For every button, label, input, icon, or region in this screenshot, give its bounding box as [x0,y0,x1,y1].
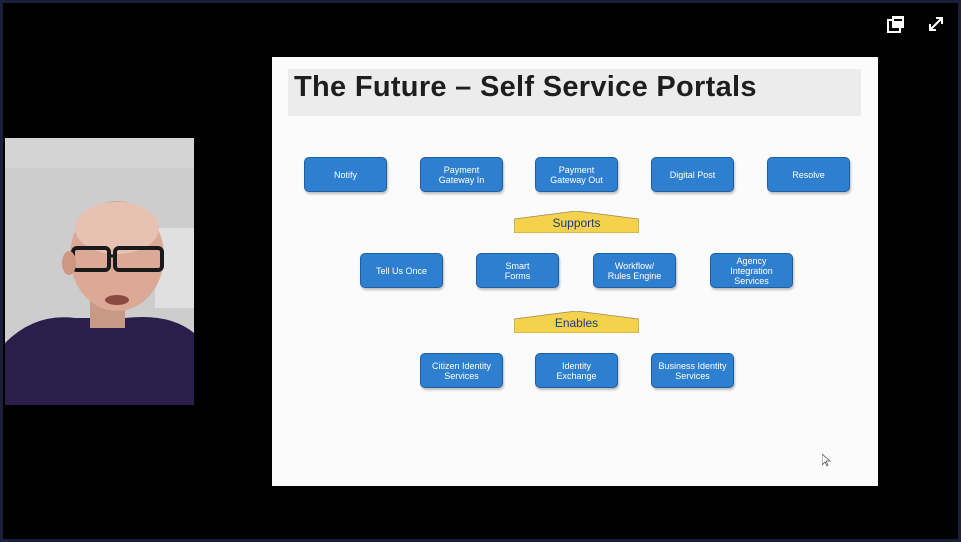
box-payment-gateway-in: Payment Gateway In [420,157,503,192]
box-payment-gateway-out: Payment Gateway Out [535,157,618,192]
popout-button[interactable] [886,14,906,34]
box-tell-us-once: Tell Us Once [360,253,443,288]
popout-icon [887,16,904,33]
box-citizen-identity-services: Citizen Identity Services [420,353,503,388]
presentation-slide: The Future – Self Service Portals Notify… [272,57,878,486]
box-resolve: Resolve [767,157,850,192]
box-identity-exchange: Identity Exchange [535,353,618,388]
presenter-webcam [5,138,194,405]
presenter-image [5,138,194,405]
mouse-cursor-icon [822,454,831,467]
fullscreen-button[interactable] [926,14,946,34]
box-agency-integration-services: Agency Integration Services [710,253,793,288]
fullscreen-expand-icon [929,17,943,31]
supports-label: Supports [552,216,601,230]
box-workflow-rules-engine: Workflow/ Rules Engine [593,253,676,288]
supports-arrow: Supports [514,211,639,233]
box-notify: Notify [304,157,387,192]
box-digital-post: Digital Post [651,157,734,192]
slide-title-bar [288,69,861,116]
arrow-shape-icon [514,311,639,333]
enables-label: Enables [554,316,599,330]
slide-title: The Future – Self Service Portals [294,71,757,103]
box-business-identity-services: Business Identity Services [651,353,734,388]
enables-arrow: Enables [514,311,639,333]
arrow-shape-icon [514,211,639,233]
box-smart-forms: Smart Forms [476,253,559,288]
